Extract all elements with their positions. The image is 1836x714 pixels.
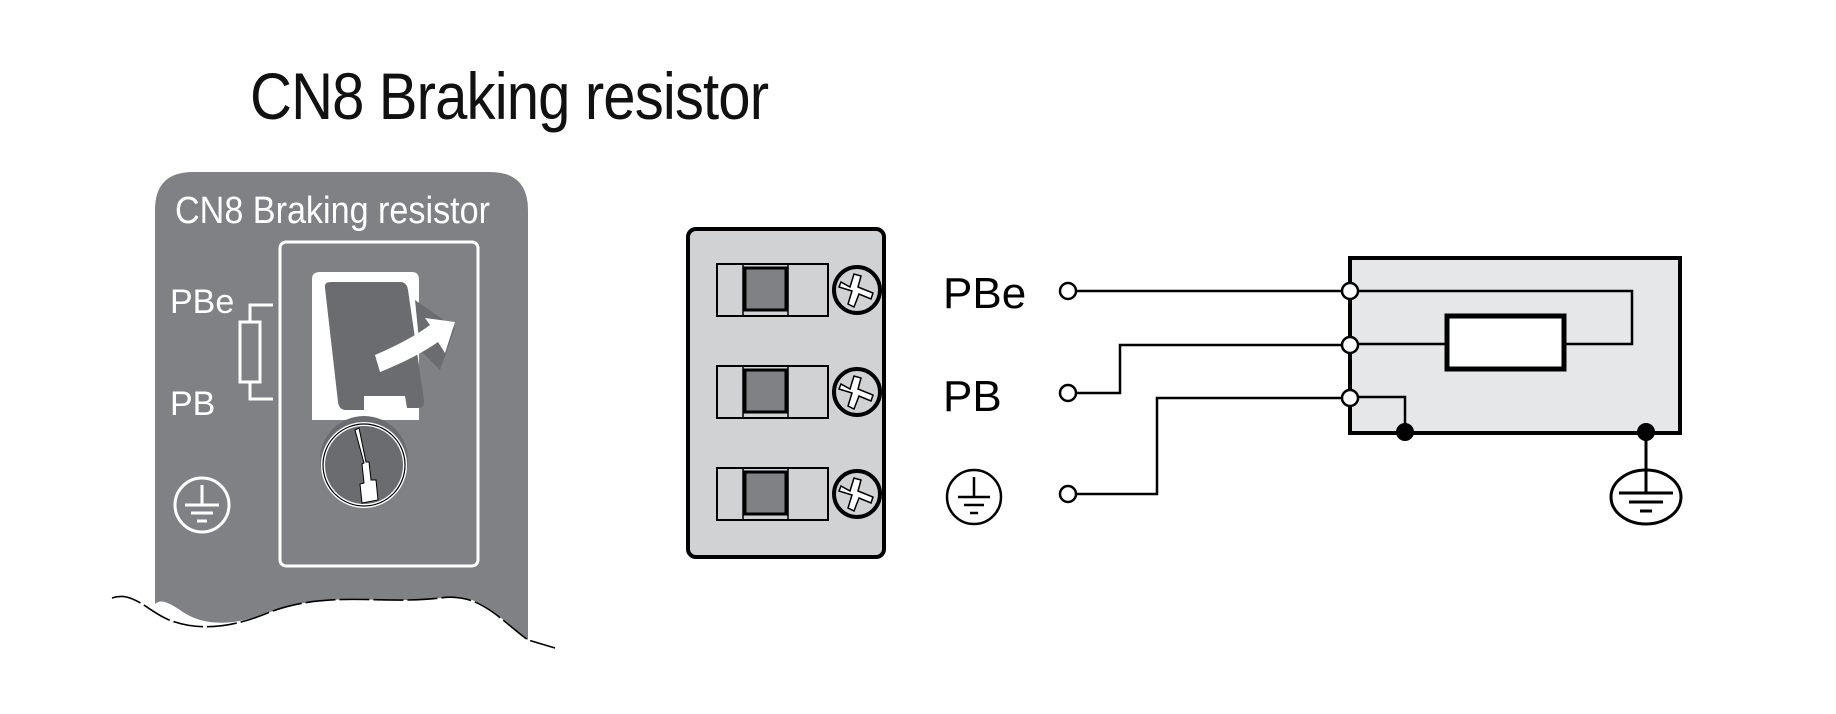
open-cover-arrow-icon	[312, 272, 455, 420]
screw-icon	[832, 367, 882, 417]
internal-wires	[1350, 289, 1634, 432]
resistor-element	[1444, 313, 1567, 372]
terminal-row-pb	[716, 365, 882, 419]
terminal-clamp	[743, 470, 788, 516]
terminal-row-pe	[716, 467, 882, 521]
ground-junction	[1396, 423, 1414, 441]
external-wires	[1076, 289, 1350, 496]
protective-earth-icon	[173, 476, 231, 534]
terminal-row-pbe	[716, 263, 882, 317]
panel-label-pbe: PBe	[170, 283, 234, 321]
panel-torn-edge	[111, 595, 556, 649]
external-ground-icon	[1609, 432, 1683, 526]
page-title: CN8 Braking resistor	[250, 59, 769, 133]
resistor-symbol-icon	[238, 303, 273, 401]
panel-header: CN8 Braking resistor	[175, 190, 490, 232]
terminal-label-pbe: PBe	[943, 269, 1026, 318]
terminal-clamp	[743, 368, 788, 414]
terminal-earth-icon	[945, 468, 1003, 526]
screwdriver-icon	[320, 416, 408, 508]
terminal-block	[686, 227, 886, 559]
screw-icon	[832, 469, 882, 519]
terminal-label-pb: PB	[943, 372, 1002, 421]
wire-terminals	[1058, 281, 1360, 504]
device-label-panel: CN8 Braking resistor PBe PB	[111, 172, 556, 649]
panel-label-pb: PB	[170, 385, 215, 423]
terminal-clamp	[743, 266, 788, 312]
braking-resistor-box	[1348, 256, 1682, 441]
instruction-box	[278, 240, 480, 568]
screw-icon	[832, 265, 882, 315]
